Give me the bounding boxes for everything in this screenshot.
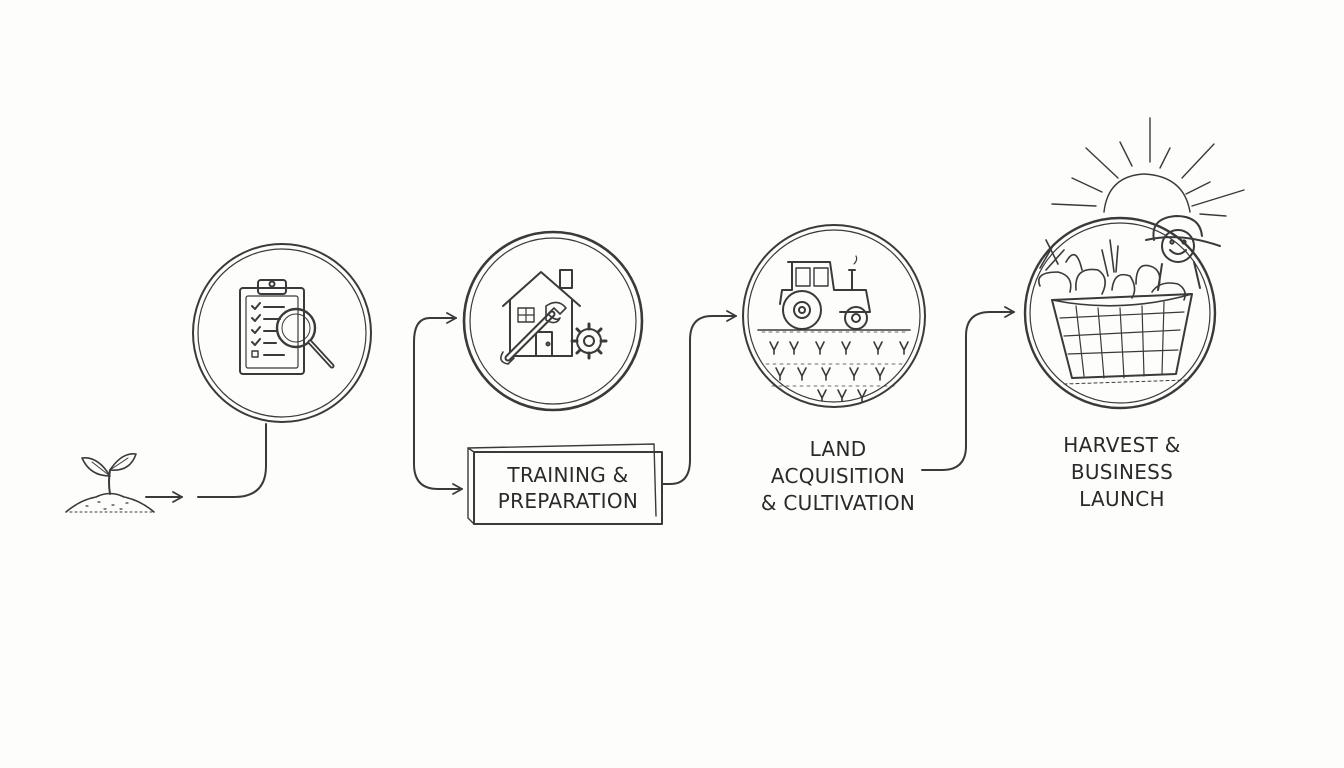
step-training-node — [462, 230, 644, 412]
connector-branch-to-training-circle — [413, 317, 431, 465]
clipboard-magnifier-icon — [239, 279, 335, 375]
step-harvest-node — [1023, 216, 1217, 410]
connector-land-to-harvest — [921, 306, 1015, 471]
step-training-label: TRAINING & PREPARATION — [497, 463, 639, 513]
connector-start-to-assessment — [197, 423, 267, 498]
house-wrench-gear-icon — [500, 269, 608, 365]
sun-icon — [1051, 117, 1245, 217]
step-land-label: LAND ACQUISITION & CULTIVATION — [760, 437, 916, 515]
step-training-box — [467, 443, 663, 525]
arrow-to-training-box — [413, 463, 463, 495]
step-assessment-node — [192, 243, 372, 423]
seedling-rows — [769, 341, 909, 402]
step-harvest-label: HARVEST & BUSINESS LAUNCH — [1063, 433, 1181, 511]
harvest-basket-farmer-icon — [1038, 215, 1221, 385]
sprout-icon — [65, 453, 155, 513]
tractor-field-icon — [757, 255, 911, 387]
connector-training-to-land — [661, 310, 737, 485]
step-land-node — [742, 224, 926, 408]
